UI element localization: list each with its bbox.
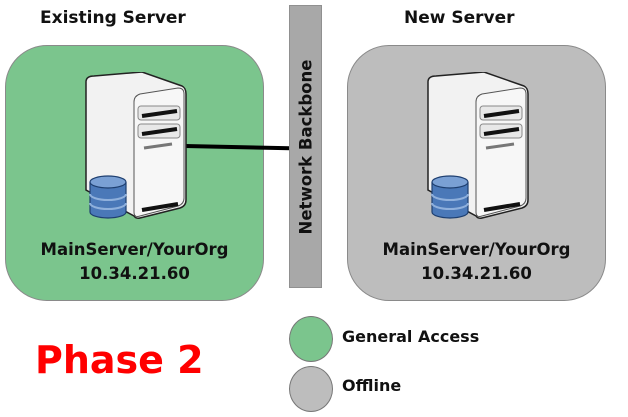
database-icon [431, 175, 469, 219]
new-server-ip: 10.34.21.60 [421, 264, 532, 283]
server-tower-icon [427, 72, 529, 219]
existing-server-hostname: MainServer/YourOrg [40, 240, 229, 259]
legend-offline-swatch [289, 366, 333, 412]
new-server-title: New Server [404, 8, 515, 28]
new-server-hostname: MainServer/YourOrg [382, 240, 571, 259]
database-icon [89, 175, 127, 219]
network-backbone: Network Backbone [289, 5, 322, 288]
network-backbone-label: Network Backbone [296, 59, 315, 234]
existing-server-title: Existing Server [40, 8, 186, 28]
legend-offline-label: Offline [342, 376, 402, 395]
new-server-icon [427, 72, 529, 219]
legend-general-access-label: General Access [342, 327, 480, 346]
existing-server-icon [85, 72, 187, 219]
legend-general-access-swatch [289, 316, 333, 362]
phase-label: Phase 2 [35, 338, 204, 382]
existing-server-ip: 10.34.21.60 [79, 264, 190, 283]
